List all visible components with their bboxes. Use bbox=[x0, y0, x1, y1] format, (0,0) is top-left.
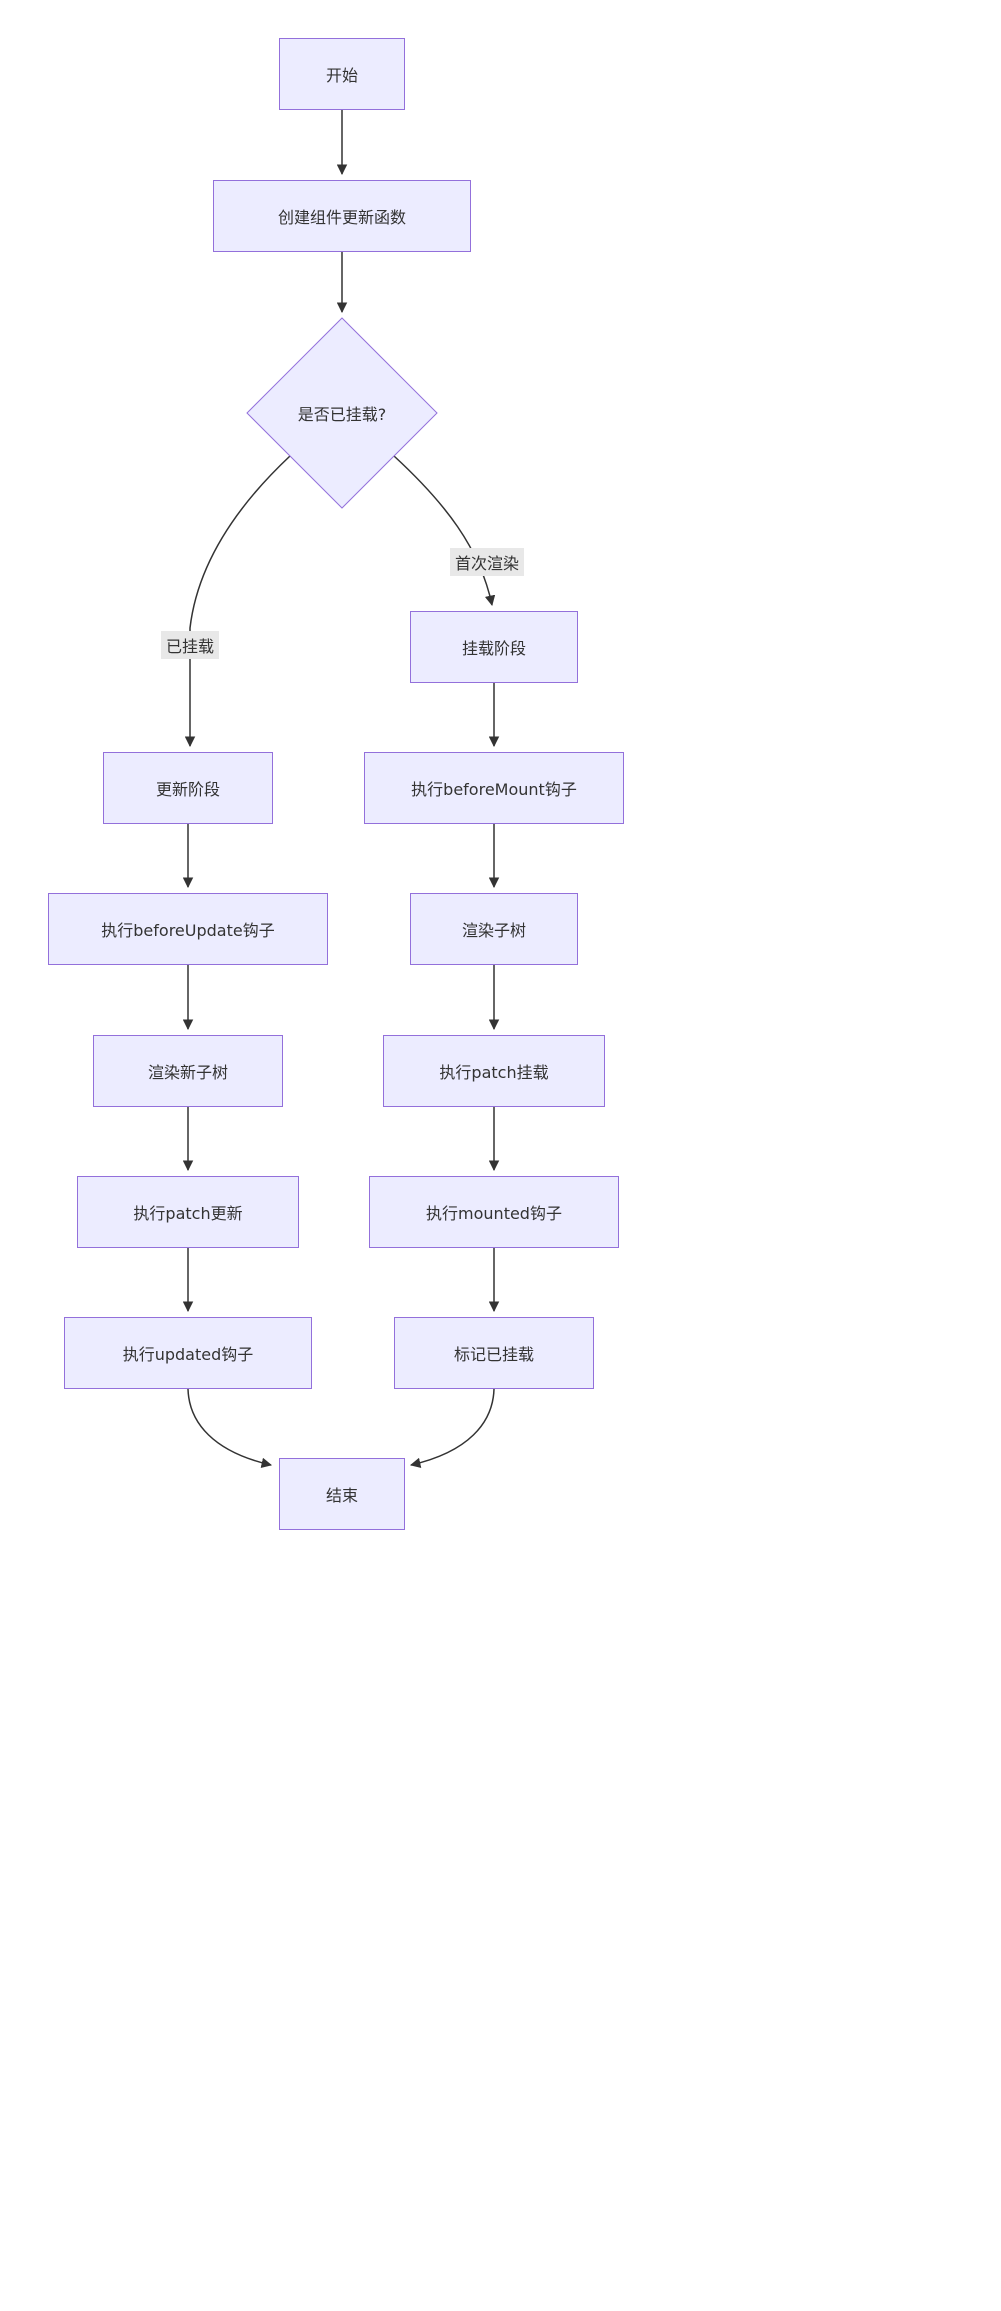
node-mounted-hook: 执行mounted钩子 bbox=[369, 1176, 619, 1248]
edge-label-already-mounted: 已挂载 bbox=[160, 631, 220, 659]
node-render-new-subtree: 渲染新子树 bbox=[93, 1035, 283, 1107]
node-before-mount-hook: 执行beforeMount钩子 bbox=[364, 752, 624, 824]
node-mark-mounted: 标记已挂载 bbox=[394, 1317, 594, 1389]
node-patch-mount: 执行patch挂载 bbox=[383, 1035, 605, 1107]
node-updated-hook: 执行updated钩子 bbox=[64, 1317, 312, 1389]
edge-decision-to-mount-phase bbox=[393, 455, 496, 607]
decision-diamond-shape bbox=[246, 317, 438, 509]
node-before-update-hook: 执行beforeUpdate钩子 bbox=[48, 893, 328, 965]
edge-updated-hook-to-end bbox=[187, 1388, 273, 1469]
node-end: 结束 bbox=[279, 1458, 405, 1530]
edge-mark-mounted-to-end bbox=[409, 1388, 495, 1469]
edge-label-first-render: 首次渲染 bbox=[449, 548, 525, 576]
node-mount-phase: 挂载阶段 bbox=[410, 611, 578, 683]
node-render-subtree: 渲染子树 bbox=[410, 893, 578, 965]
node-start: 开始 bbox=[279, 38, 405, 110]
node-patch-update: 执行patch更新 bbox=[77, 1176, 299, 1248]
node-create-update-fn: 创建组件更新函数 bbox=[213, 180, 471, 252]
node-update-phase: 更新阶段 bbox=[103, 752, 273, 824]
node-is-mounted-label: 是否已挂载? bbox=[297, 405, 387, 424]
edge-decision-to-update-phase bbox=[184, 455, 291, 748]
